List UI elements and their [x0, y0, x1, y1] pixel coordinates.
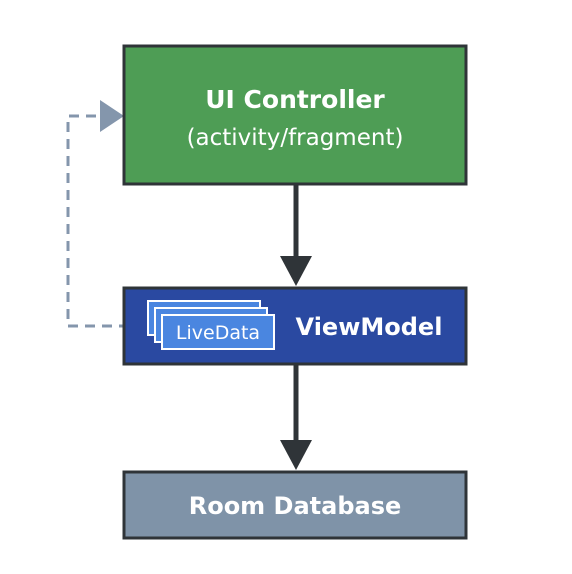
room-database-rect: [122, 470, 468, 540]
room-database-title: Room Database: [189, 492, 402, 520]
viewmodel-title: ViewModel: [296, 313, 443, 341]
ui-controller-rect: [122, 44, 468, 186]
ui-controller-subtitle: (activity/fragment): [187, 125, 404, 151]
ui-controller-box: UI Controller (activity/fragment): [122, 44, 468, 186]
observer-link-line: [66, 114, 146, 328]
arrow-right-icon: [100, 100, 124, 132]
room-database-box: Room Database: [122, 470, 468, 540]
livedata-label: LiveData: [176, 322, 260, 344]
livedata-card-front: [161, 314, 275, 350]
viewmodel-box: LiveData ViewModel: [122, 286, 468, 366]
livedata-observer-link: [66, 100, 146, 328]
arrow-down-icon: [280, 256, 312, 286]
viewmodel-to-database-arrow: [280, 364, 312, 470]
livedata-stack: LiveData: [147, 300, 275, 350]
ui-controller-title: UI Controller: [205, 85, 385, 114]
controller-to-viewmodel-arrow: [280, 184, 312, 286]
arrow-down-icon: [280, 440, 312, 470]
